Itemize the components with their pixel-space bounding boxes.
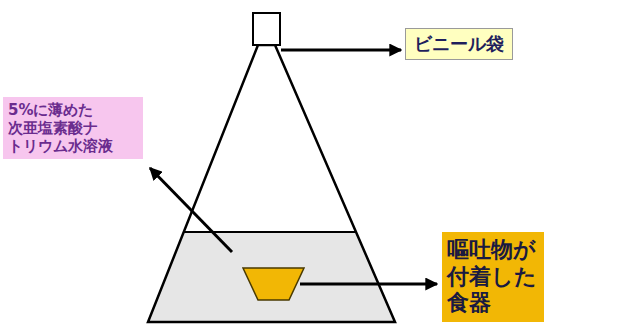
- leader-arrow: [300, 283, 437, 286]
- leader-arrow: [281, 49, 401, 52]
- dish: [243, 268, 304, 300]
- solution-fill: [148, 232, 395, 322]
- plastic-bag: [148, 45, 395, 322]
- label-text: 5%に薄めた 次亜塩素酸ナ トリウム水溶液: [8, 101, 113, 155]
- label-text: ビニール袋: [414, 33, 504, 55]
- label-text: 嘔吐物が 付着した 食器: [447, 237, 537, 316]
- leader-arrow: [150, 168, 232, 252]
- label-box: 5%に薄めた 次亜塩素酸ナ トリウム水溶液: [3, 97, 143, 159]
- label-box: ビニール袋: [405, 28, 513, 60]
- label-box: 嘔吐物が 付着した 食器: [442, 232, 544, 322]
- bag-tie: [253, 13, 280, 45]
